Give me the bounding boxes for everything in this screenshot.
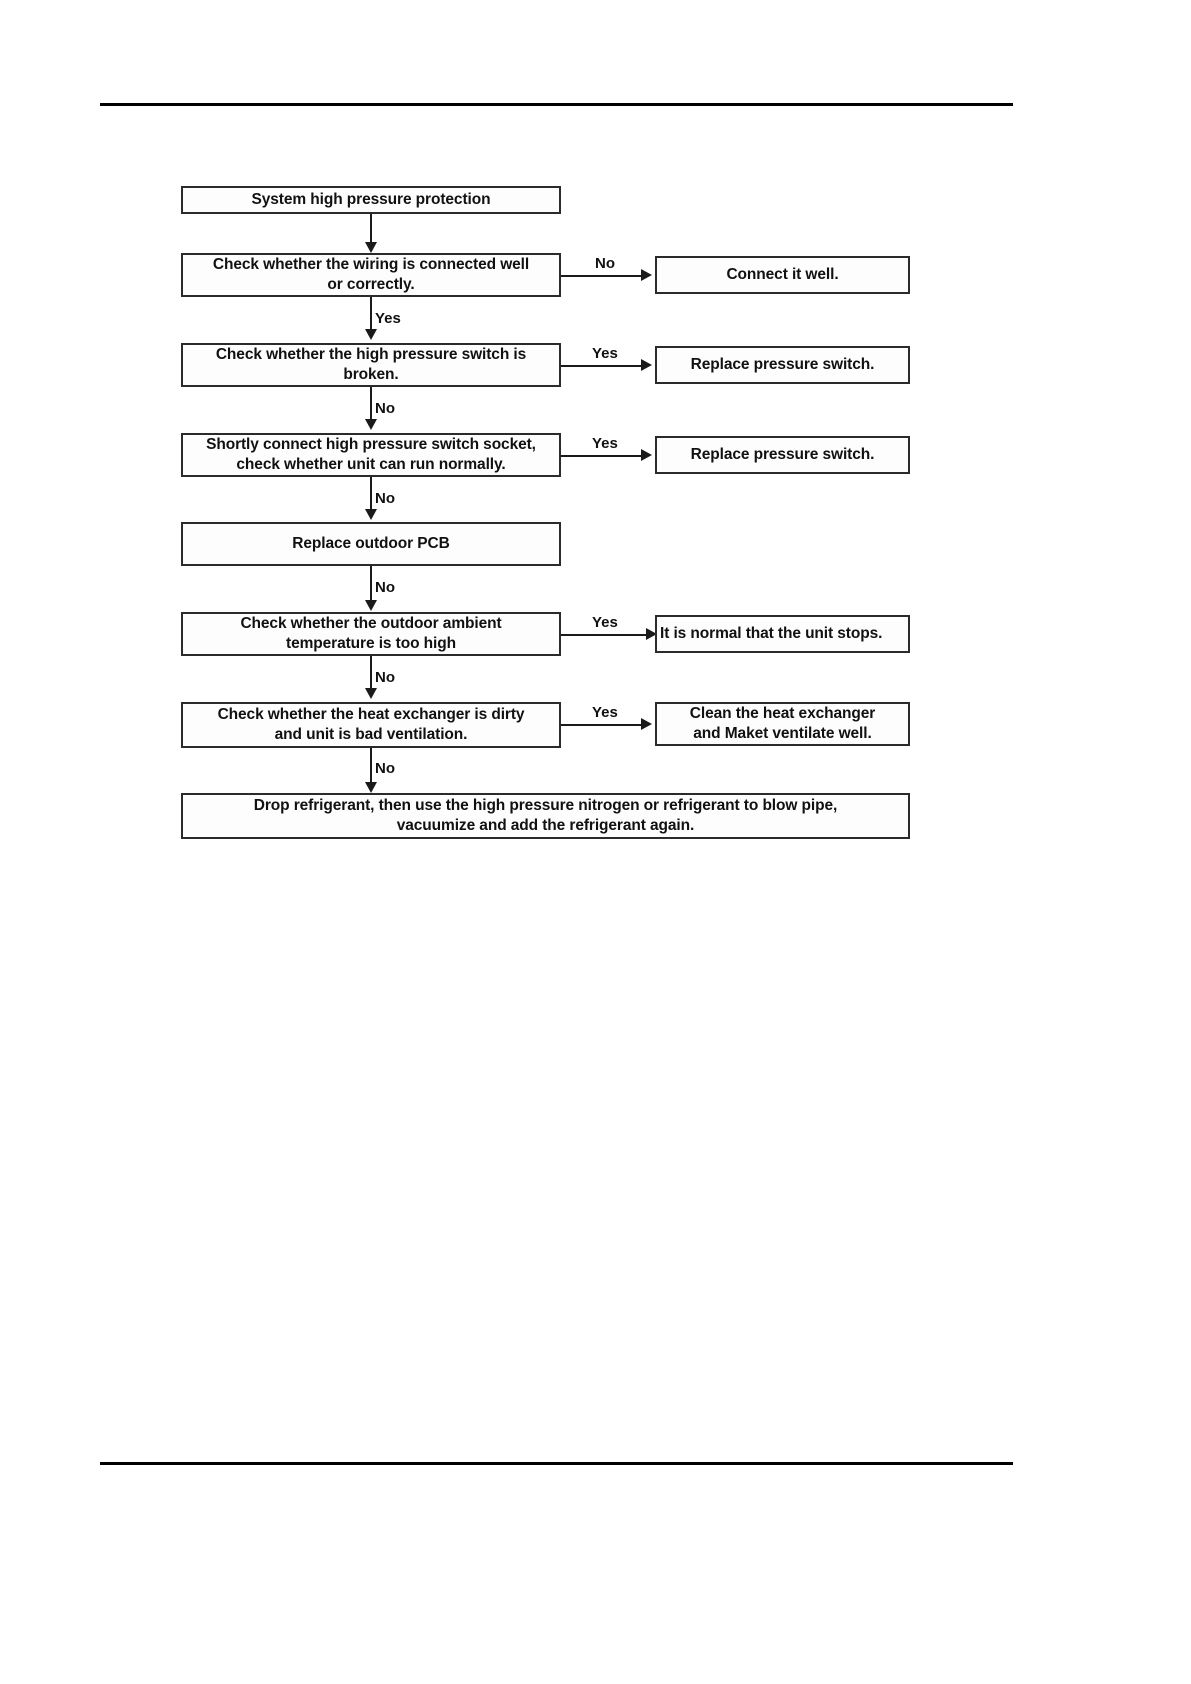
connector-n5-n6 bbox=[370, 566, 372, 602]
flow-node-clean-heat-exchanger: Clean the heat exchanger and Maket venti… bbox=[655, 702, 910, 746]
flow-node-check-wiring: Check whether the wiring is connected we… bbox=[181, 253, 561, 297]
flow-node-replace-outdoor-pcb: Replace outdoor PCB bbox=[181, 522, 561, 566]
connector-n3-n4 bbox=[370, 387, 372, 421]
flow-node-replace-pressure-switch-2: Replace pressure switch. bbox=[655, 436, 910, 474]
connector-n2-r1 bbox=[561, 275, 643, 277]
edge-label-n5-no: No bbox=[375, 579, 395, 596]
edge-label-n2-no: No bbox=[595, 255, 615, 272]
flow-node-unit-stops-normal: It is normal that the unit stops. bbox=[655, 615, 910, 653]
edge-label-n3-no: No bbox=[375, 400, 395, 417]
arrowhead-n7-r5 bbox=[641, 718, 652, 730]
flow-node-drop-refrigerant: Drop refrigerant, then use the high pres… bbox=[181, 793, 910, 839]
connector-n2-n3 bbox=[370, 297, 372, 331]
arrowhead-n5-n6 bbox=[365, 600, 377, 611]
connector-n1-n2 bbox=[370, 214, 372, 244]
arrowhead-n6-n7 bbox=[365, 688, 377, 699]
flow-node-system-high-pressure-protection: System high pressure protection bbox=[181, 186, 561, 214]
connector-n6-n7 bbox=[370, 656, 372, 690]
flow-node-connect-it-well: Connect it well. bbox=[655, 256, 910, 294]
edge-label-n4-no: No bbox=[375, 490, 395, 507]
troubleshooting-flowchart: System high pressure protection Check wh… bbox=[181, 186, 910, 839]
arrowhead-n6-r4 bbox=[646, 628, 657, 640]
flow-node-replace-pressure-switch-1: Replace pressure switch. bbox=[655, 346, 910, 384]
arrowhead-n7-n8 bbox=[365, 782, 377, 793]
edge-label-n4-yes: Yes bbox=[592, 435, 618, 452]
edge-label-n2-yes: Yes bbox=[375, 310, 401, 327]
flow-node-check-outdoor-ambient-temperature: Check whether the outdoor ambient temper… bbox=[181, 612, 561, 656]
edge-label-n3-yes: Yes bbox=[592, 345, 618, 362]
connector-n4-n5 bbox=[370, 477, 372, 511]
connector-n6-r4 bbox=[561, 634, 649, 636]
connector-n7-r5 bbox=[561, 724, 643, 726]
page-header-rule bbox=[100, 103, 1013, 106]
page-footer-rule bbox=[100, 1462, 1013, 1465]
connector-n4-r3 bbox=[561, 455, 643, 457]
connector-n3-r2 bbox=[561, 365, 643, 367]
connector-n7-n8 bbox=[370, 748, 372, 784]
arrowhead-n3-n4 bbox=[365, 419, 377, 430]
flow-node-shortly-connect-switch-socket: Shortly connect high pressure switch soc… bbox=[181, 433, 561, 477]
edge-label-n7-yes: Yes bbox=[592, 704, 618, 721]
edge-label-n6-yes: Yes bbox=[592, 614, 618, 631]
flow-node-check-high-pressure-switch: Check whether the high pressure switch i… bbox=[181, 343, 561, 387]
arrowhead-n2-r1 bbox=[641, 269, 652, 281]
arrowhead-n4-r3 bbox=[641, 449, 652, 461]
arrowhead-n1-n2 bbox=[365, 242, 377, 253]
arrowhead-n2-n3 bbox=[365, 329, 377, 340]
flow-node-check-heat-exchanger-dirty: Check whether the heat exchanger is dirt… bbox=[181, 702, 561, 748]
edge-label-n7-no: No bbox=[375, 760, 395, 777]
arrowhead-n4-n5 bbox=[365, 509, 377, 520]
arrowhead-n3-r2 bbox=[641, 359, 652, 371]
edge-label-n6-no: No bbox=[375, 669, 395, 686]
